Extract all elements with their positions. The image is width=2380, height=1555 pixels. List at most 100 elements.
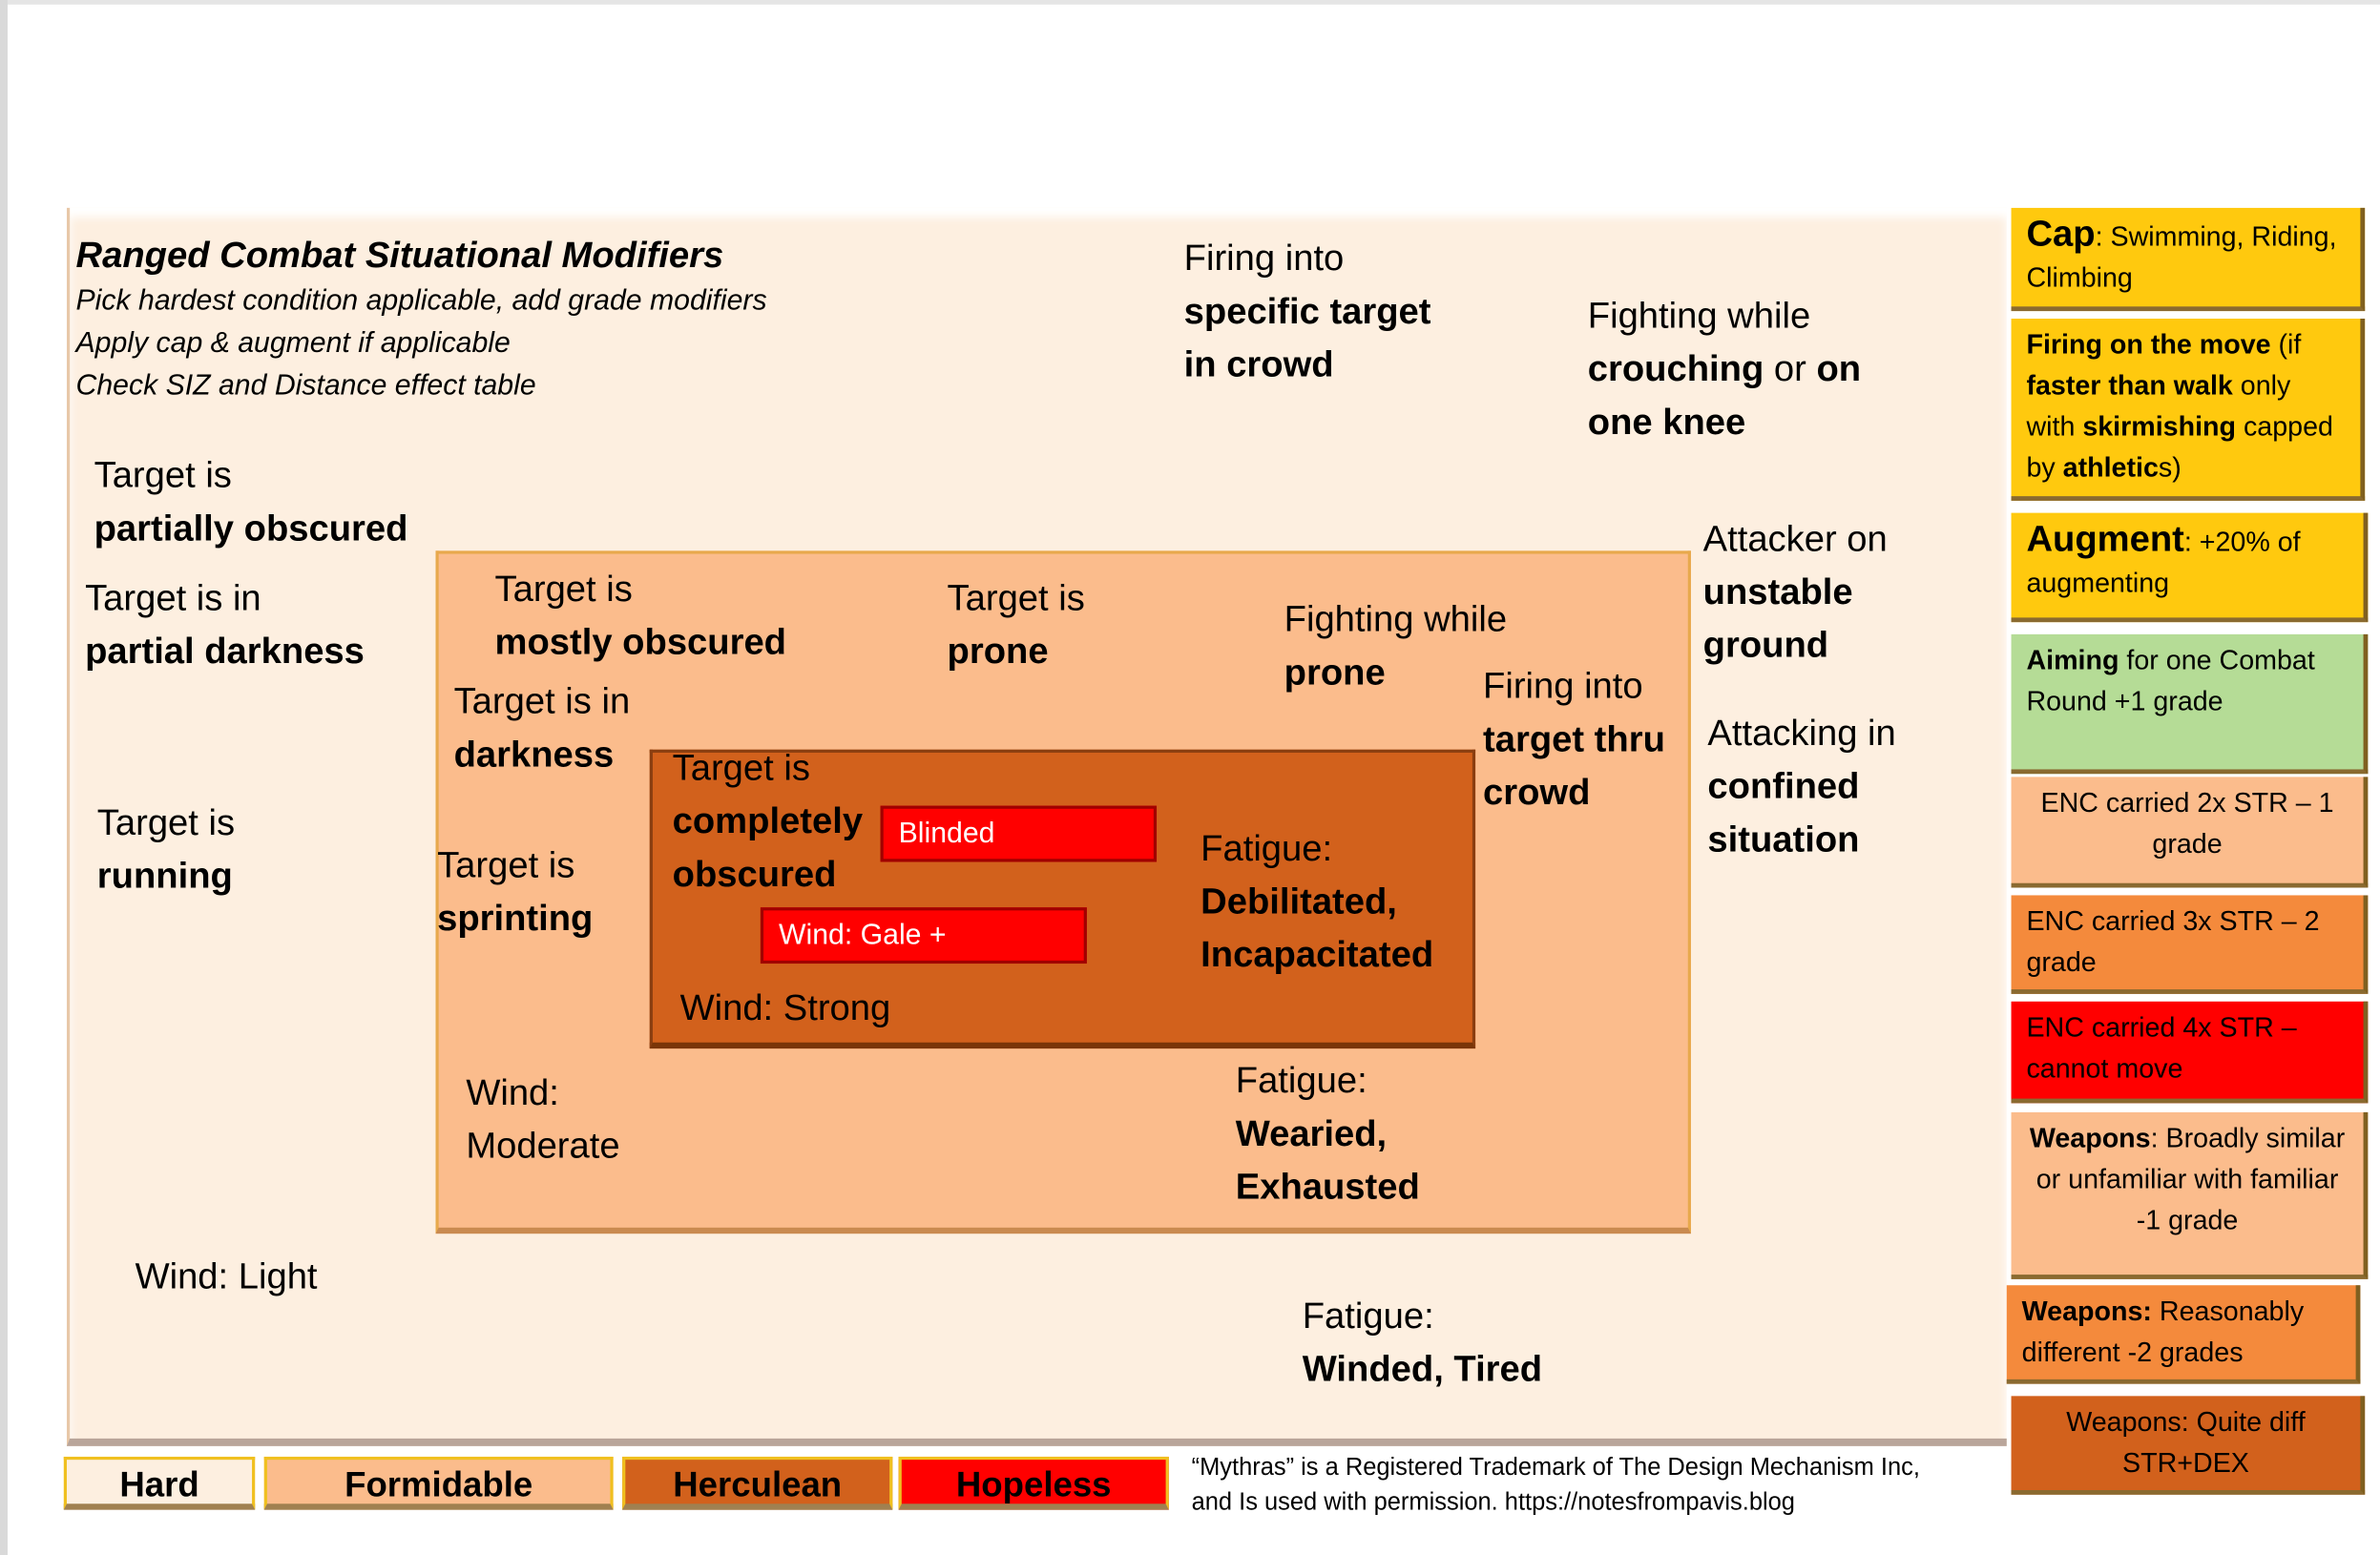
modifier-keyword: faster than walk <box>2026 370 2233 401</box>
label-line: obscured <box>673 848 863 902</box>
condition-keyword: mostly obscured <box>494 622 787 664</box>
condition-keyword: target thru <box>1483 718 1665 760</box>
condition-mostly-obscured: Target is mostly obscured <box>495 563 786 669</box>
condition-keyword: running <box>96 856 233 898</box>
condition-text: Firing into <box>1483 666 1643 708</box>
modifier-text: Reasonably different -2 grades <box>2021 1296 2305 1368</box>
condition-text: Wind: Light <box>135 1256 318 1297</box>
modifier-keyword: Firing on the move <box>2026 329 2271 360</box>
condition-text: Firing into <box>1183 238 1345 280</box>
modifier-keyword: athletic <box>2062 451 2159 483</box>
blinded-tag: Blinded <box>880 805 1158 862</box>
label-line: Target is <box>94 449 408 503</box>
modifier-weapons-quite: Weapons: Quite diff STR+DEX <box>2011 1396 2366 1495</box>
modifier-text: s) <box>2158 451 2182 483</box>
condition-keyword: Winded, Tired <box>1302 1349 1543 1390</box>
label-line: Wearied, <box>1236 1108 1420 1161</box>
trademark-line: and Is used with permission. https://not… <box>1191 1489 1795 1517</box>
modifier-text: ENC carried 2x STR – 1 grade <box>2040 787 2334 860</box>
condition-keyword: obscured <box>672 854 837 896</box>
modifier-enc-3x: ENC carried 3x STR – 2 grade <box>2011 895 2369 994</box>
modifier-keyword: Aiming <box>2026 645 2119 675</box>
condition-keyword: partially obscured <box>94 508 408 549</box>
label-line: Firing into <box>1184 232 1431 285</box>
label-line: Target is <box>97 797 235 850</box>
condition-text: Fighting while <box>1587 296 1811 338</box>
condition-text: Target is <box>94 455 232 497</box>
instruction: Pick hardest condition applicable, add g… <box>75 285 767 318</box>
label-line: completely <box>673 795 863 848</box>
modifier-text: capped by <box>2026 411 2333 483</box>
label-line: Attacker on <box>1703 513 1888 567</box>
condition-prone: Target is prone <box>948 572 1085 678</box>
modifier-text: : Broadly similar or unfamiliar with fam… <box>2036 1123 2346 1235</box>
condition-keyword: Incapacitated <box>1200 934 1434 976</box>
label-line: Target is <box>673 742 863 796</box>
label-line: Target is <box>948 572 1085 626</box>
condition-running: Target is running <box>97 797 235 902</box>
condition-text: Attacker on <box>1702 518 1888 560</box>
label-line: specific target <box>1184 285 1431 339</box>
label-line: partially obscured <box>94 502 408 555</box>
legend-formidable: Formidable <box>263 1456 614 1510</box>
label-line: one knee <box>1588 396 1861 449</box>
condition-wind-strong: Wind: Strong <box>680 982 891 1035</box>
modifier-keyword: skirmishing <box>2082 411 2237 442</box>
title-block: Ranged Combat Situational Modifiers Pick… <box>76 232 767 408</box>
modifier-text: Weapons: Quite diff STR+DEX <box>2066 1406 2306 1479</box>
condition-text: Target is <box>672 748 810 790</box>
condition-text: Wind: Strong <box>679 987 891 1029</box>
label-line: Wind: <box>466 1067 619 1120</box>
label-line: Debilitated, <box>1200 876 1433 929</box>
legend-hard: Hard <box>63 1456 256 1510</box>
label-line: Fatigue: <box>1200 822 1433 876</box>
modifier-firing-move: Firing on the move (if faster than walk … <box>2011 319 2366 501</box>
label-line: Winded, Tired <box>1303 1343 1542 1397</box>
label-line: Target is in <box>85 572 365 626</box>
label-line: crowd <box>1483 766 1665 819</box>
modifier-enc-2x: ENC carried 2x STR – 1 grade <box>2011 777 2369 888</box>
condition-keyword: darkness <box>453 734 615 776</box>
condition-keyword: crouching <box>1587 348 1764 390</box>
instruction: Check SIZ and Distance effect table <box>75 370 536 403</box>
label-line: Fighting while <box>1284 593 1507 647</box>
label-line: mostly obscured <box>495 616 786 670</box>
condition-text: Target is <box>96 802 236 844</box>
label-line: prone <box>948 625 1085 678</box>
condition-text: Target is <box>947 578 1085 619</box>
condition-wind-light: Wind: Light <box>136 1251 318 1304</box>
page-edge <box>0 0 8 1555</box>
condition-keyword: Exhausted <box>1235 1167 1420 1209</box>
label-line: prone <box>1284 647 1507 700</box>
modifier-text: ENC carried 4x STR – cannot move <box>2026 1011 2297 1084</box>
modifier-keyword: Augment <box>2026 518 2184 560</box>
label-line: Attacking in <box>1707 707 1895 760</box>
condition-crouching: Fighting while crouching or on one knee <box>1588 290 1861 449</box>
modifier-keyword: Weapons <box>2029 1123 2151 1153</box>
condition-text: Target is in <box>85 578 261 619</box>
label-line: confined <box>1707 760 1895 814</box>
page-title: Ranged Combat Situational Modifiers <box>75 235 724 277</box>
condition-fatigue-wearied: Fatigue:Wearied,Exhausted <box>1236 1054 1420 1213</box>
condition-text: Wind: <box>466 1072 559 1114</box>
condition-text: or <box>1764 348 1817 390</box>
modifier-cap: Cap: Swimming, Riding, Climbing <box>2011 207 2366 312</box>
condition-text: Attacking in <box>1707 713 1896 755</box>
condition-text: Target is <box>494 569 633 611</box>
legend-hopeless: Hopeless <box>898 1456 1169 1510</box>
condition-partially-obscured: Target is partially obscured <box>94 449 408 555</box>
label-line: running <box>97 850 235 903</box>
label-line: in crowd <box>1184 339 1431 392</box>
label-line: unstable <box>1703 566 1888 619</box>
condition-text: Fatigue: <box>1200 828 1333 870</box>
modifier-keyword: Cap <box>2026 214 2096 256</box>
condition-keyword: on <box>1816 348 1862 390</box>
label-line: Firing into <box>1483 660 1665 714</box>
label-line: Target is <box>437 840 593 893</box>
